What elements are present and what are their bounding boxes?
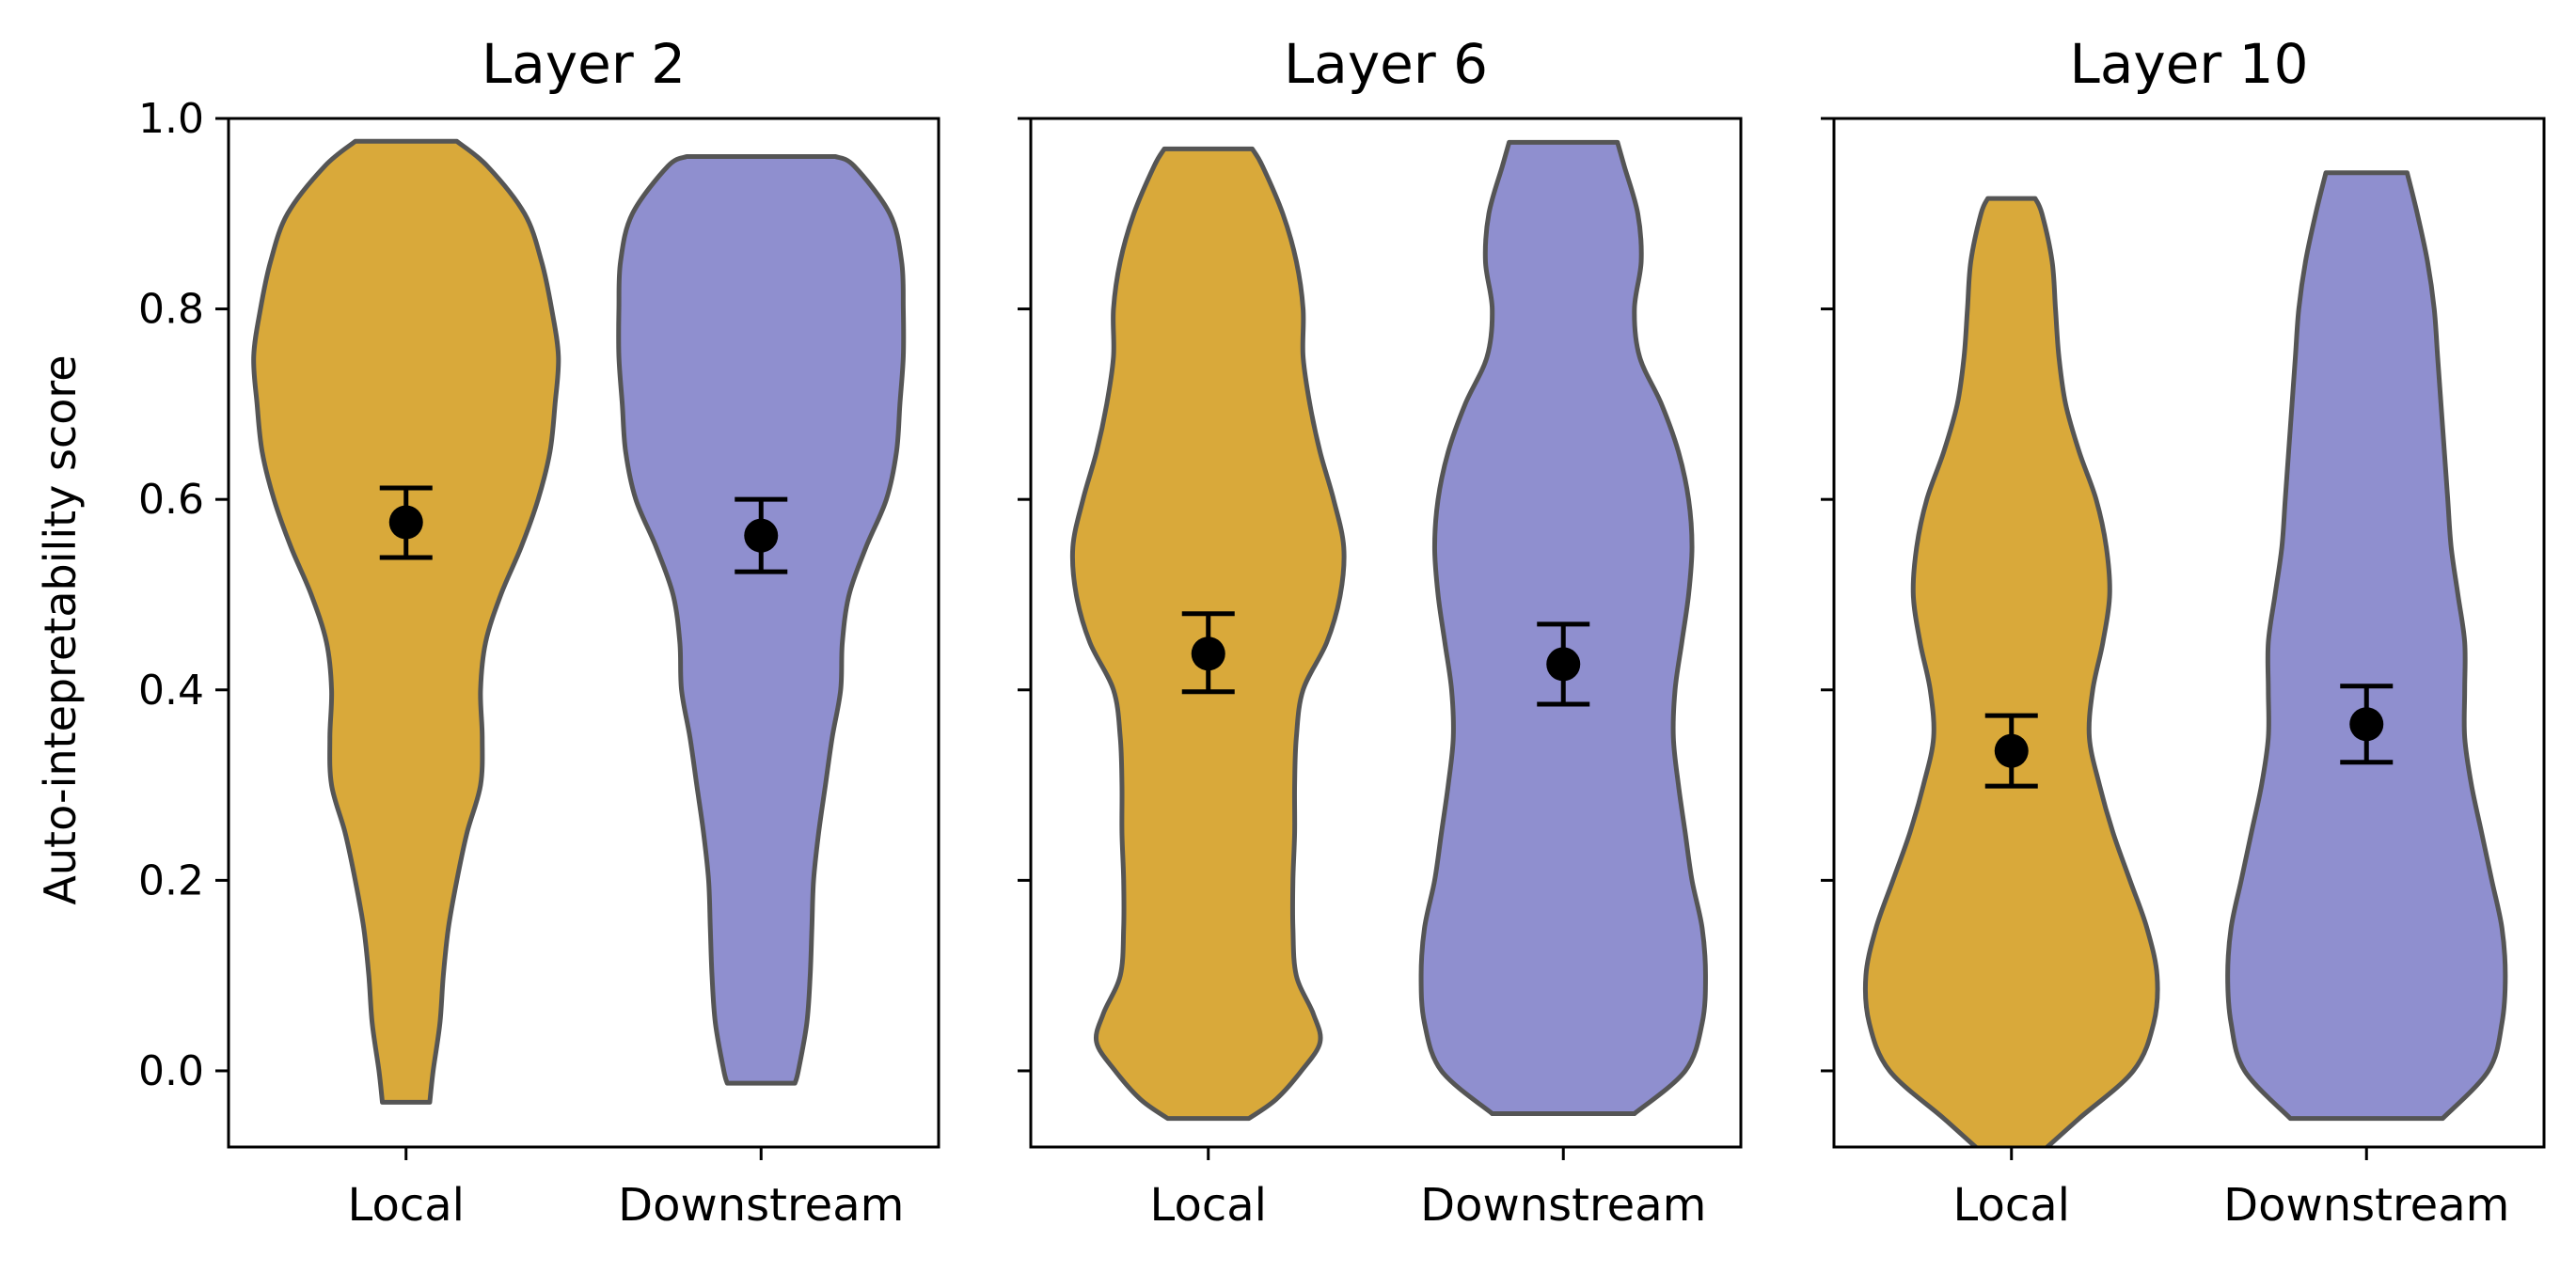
violins — [1862, 170, 2508, 1147]
mean-marker — [1546, 647, 1581, 682]
violins — [1069, 139, 1708, 1122]
y-tick-label: 0.2 — [138, 857, 204, 904]
panel-2: Layer 6 Local Downstream — [1018, 32, 1743, 1232]
violin-local — [1862, 196, 2160, 1147]
violin-downstream — [616, 154, 907, 1086]
y-tick-label: 0.0 — [138, 1047, 204, 1095]
plot-frame — [1832, 117, 2546, 1149]
y-tick-label: 1.0 — [138, 95, 204, 143]
panel-title: Layer 2 — [482, 32, 686, 96]
x-tick-label: Local — [1150, 1179, 1267, 1232]
panel-1: Layer 2 Local Downstream 0.0 0.2 0.4 0.6 0.8 1.0 — [138, 32, 940, 1232]
y-tick-label: 0.4 — [138, 667, 204, 715]
x-tick-label: Local — [348, 1179, 465, 1232]
panel-title: Layer 10 — [2070, 32, 2309, 96]
violins — [251, 138, 907, 1105]
y-tick-label: 0.8 — [138, 286, 204, 334]
x-tick-label: Downstream — [1420, 1179, 1706, 1232]
x-tick-label: Local — [1953, 1179, 2070, 1232]
mean-marker — [1994, 733, 2029, 768]
violin-local — [251, 138, 561, 1105]
mean-marker — [2349, 707, 2384, 742]
y-tick-label: 0.6 — [138, 476, 204, 524]
mean-marker — [744, 518, 779, 553]
plot-frame — [1029, 117, 1743, 1149]
x-tick-label: Downstream — [2223, 1179, 2509, 1232]
y-axis-label: Auto-intepretability score — [35, 354, 86, 904]
violin-downstream — [2225, 170, 2508, 1122]
x-tick-label: Downstream — [618, 1179, 904, 1232]
mean-marker — [1191, 636, 1225, 671]
plot-frame — [227, 117, 940, 1149]
mean-marker — [388, 505, 423, 540]
panel-3: Layer 10 Local Downstream — [1821, 32, 2546, 1232]
panel-title: Layer 6 — [1284, 32, 1488, 96]
panels: Layer 2 Local Downstream 0.0 0.2 0.4 0.6 0.8 1.0… — [138, 32, 2546, 1232]
